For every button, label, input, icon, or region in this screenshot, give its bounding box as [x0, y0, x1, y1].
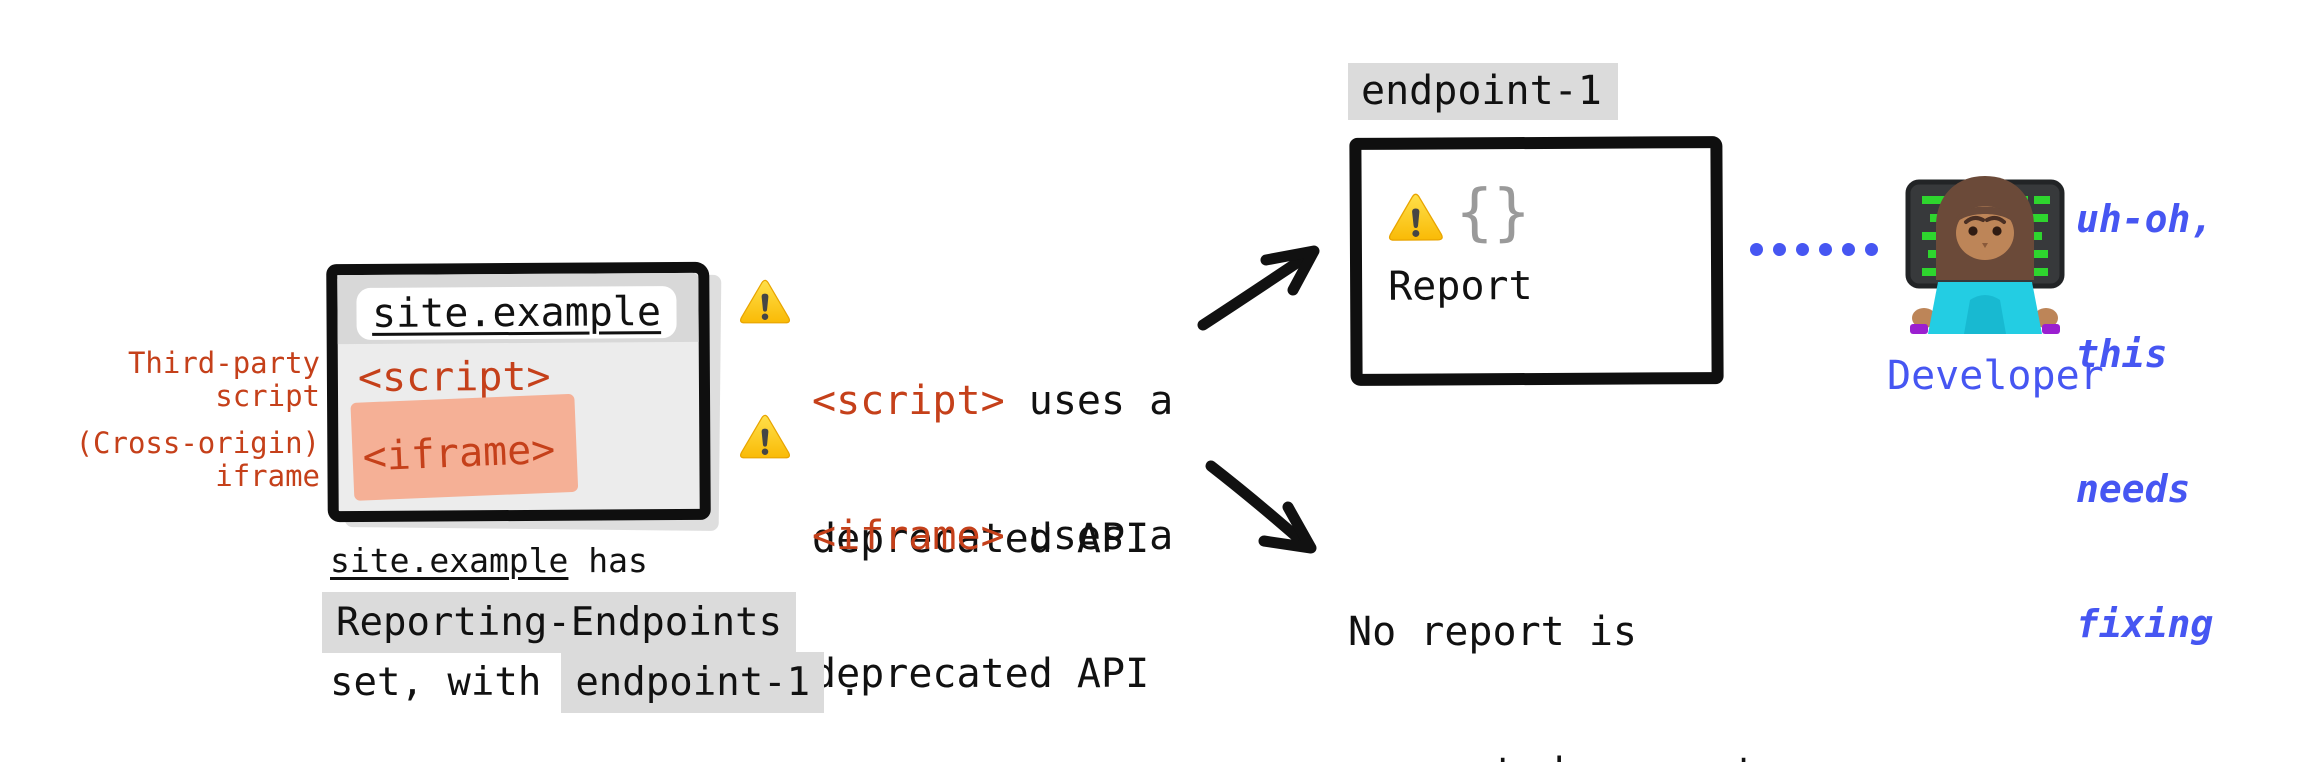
- iframe-warning-text: <iframe> uses a deprecated API: [812, 421, 1173, 762]
- iframe-warning-line2: deprecated API: [812, 651, 1150, 697]
- caption-after-site: has: [568, 541, 648, 580]
- reporting-endpoints-header-badge: Reporting-Endpoints: [322, 592, 797, 653]
- developer-thought-text: uh-oh, this needs fixing: [2076, 107, 2213, 737]
- caption-set-with: set, with: [330, 660, 542, 705]
- caption-endpoint-badge: endpoint-1: [561, 652, 825, 713]
- no-report-line2: generated or sent.: [1348, 750, 1781, 762]
- cross-origin-label-line1: (Cross-origin): [75, 426, 320, 460]
- no-report-line1: No report is: [1348, 609, 1637, 655]
- address-bar-url: site.example: [371, 289, 662, 337]
- arrow-to-endpoint-icon: [1197, 245, 1320, 331]
- third-party-script-label: Third-party script: [50, 347, 320, 413]
- woman-technologist-emoji: [1905, 176, 2065, 334]
- cross-origin-iframe-label: (Cross-origin) iframe: [50, 427, 320, 493]
- caption-line3: set, with endpoint-1 .: [330, 652, 862, 713]
- script-warning-rest: uses a: [1004, 378, 1174, 424]
- iframe-highlight-box: <iframe>: [350, 393, 579, 501]
- script-warning-line2: deprecated API: [812, 516, 1150, 562]
- iframe-warning-rest: uses a: [1004, 513, 1174, 559]
- caption-line2: Reporting-Endpoints: [322, 592, 797, 653]
- script-warning-tag: <script>: [812, 378, 1005, 424]
- developer-label: Developer: [1887, 353, 2104, 399]
- iframe-tag-text: <iframe>: [361, 426, 557, 481]
- thought-line3: needs: [2076, 467, 2191, 511]
- iframe-warning-line1: <iframe> uses a: [812, 513, 1173, 559]
- report-json-braces: {}: [1455, 175, 1531, 249]
- report-endpoint-box: {} Report: [1349, 136, 1724, 386]
- arrow-to-no-report-icon: [1205, 460, 1317, 554]
- script-warning-line1: <script> uses a: [812, 378, 1173, 424]
- browser-window: site.example <script> <iframe>: [326, 261, 711, 523]
- caption-site-name: site.example: [330, 541, 569, 580]
- third-party-label-line1: Third-party: [127, 346, 320, 380]
- caption-period: .: [838, 660, 862, 705]
- third-party-label-line2: script: [215, 379, 320, 413]
- script-warning-text: <script> uses a deprecated API: [812, 286, 1173, 654]
- caption-line1: site.example has: [330, 541, 648, 580]
- thought-line2: this: [2076, 332, 2168, 376]
- iframe-warning-tag: <iframe>: [812, 513, 1005, 559]
- thought-line1: uh-oh,: [2076, 197, 2214, 241]
- dotted-connector-icon: [1750, 243, 1878, 256]
- warning-icon: [739, 413, 791, 462]
- thought-line4: fixing: [2076, 602, 2214, 646]
- address-bar: site.example: [356, 286, 677, 340]
- cross-origin-label-line2: iframe: [215, 459, 320, 493]
- no-report-text: No report is generated or sent.: [1348, 515, 1781, 762]
- report-label: Report: [1388, 263, 1533, 310]
- script-tag-text: <script>: [357, 353, 551, 401]
- warning-icon: [739, 278, 791, 327]
- warning-icon: [1388, 191, 1444, 244]
- endpoint-name-badge: endpoint-1: [1348, 63, 1618, 120]
